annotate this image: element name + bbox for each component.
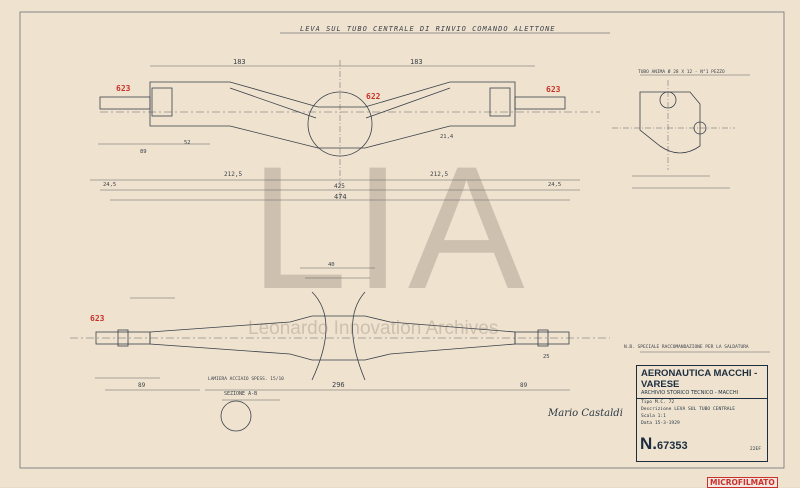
dimension-label: 296: [332, 381, 345, 389]
department-name: ARCHIVIO STORICO TECNICO - MACCHI: [637, 390, 767, 399]
dimension-label: 24,5: [103, 182, 117, 188]
title-field: Tipo M.C. 72: [641, 400, 675, 405]
part-code: 623: [116, 84, 131, 93]
top-view: [90, 60, 600, 201]
bottom-view: [70, 267, 770, 391]
company-name: AERONAUTICA MACCHI - VARESE: [641, 368, 758, 390]
dimension-label: 25: [543, 354, 550, 360]
watermark-logo: LIA: [250, 131, 531, 326]
dimension-label: 52: [184, 140, 191, 146]
part-code: 623: [546, 85, 561, 94]
part-code: 622: [366, 92, 381, 101]
note-text: N.B. SPECIALE RACCOMANDAZIONE PER LA SAL…: [624, 345, 749, 350]
title-field: Descrizione LEVA SUL TUBO CENTRALE: [641, 407, 736, 412]
section-circle: [220, 400, 252, 432]
title-field: Scala 1:1: [641, 414, 666, 419]
note-text: TUBO ANIMA Ø 28 X 12 - N°1 PEZZO: [638, 70, 725, 75]
side-view: [612, 74, 750, 189]
title-field: Data 15-3-1929: [641, 421, 680, 426]
note-text: LAMIERA ACCIAIO SPESS. 15/10: [208, 377, 284, 382]
drawing-title: LEVA SUL TUBO CENTRALE DI RINVIO COMANDO…: [300, 25, 556, 33]
dimension-label: 24,5: [548, 182, 562, 188]
dimension-label: 183: [233, 58, 246, 66]
microfilm-stamp: MICROFILMATO: [707, 477, 778, 488]
signature: Mario Castaldi: [548, 408, 623, 419]
dimension-label: 212,5: [430, 171, 449, 178]
title-block: AERONAUTICA MACCHI - VARESE ARCHIVIO STO…: [636, 365, 768, 462]
dimension-label: 212,5: [224, 171, 243, 178]
section-label: SEZIONE A-B: [224, 391, 258, 397]
drawing-number-value: 67353: [657, 440, 688, 452]
watermark-text: Leonardo Innovation Archives: [248, 318, 499, 339]
dimension-label: 425: [334, 183, 345, 190]
drawing-number: N.67353: [640, 434, 688, 453]
dimension-label: 21,4: [440, 134, 454, 140]
dimension-label: 89: [138, 382, 146, 389]
drawing-suffix: 22EF: [749, 447, 761, 452]
dimension-label: 474: [334, 193, 347, 201]
dimension-label: 183: [410, 58, 423, 66]
dimension-label: 89: [520, 382, 528, 389]
part-code: 623: [90, 314, 105, 323]
dimension-label: 40: [328, 262, 335, 268]
dimension-label: 89: [140, 149, 147, 155]
